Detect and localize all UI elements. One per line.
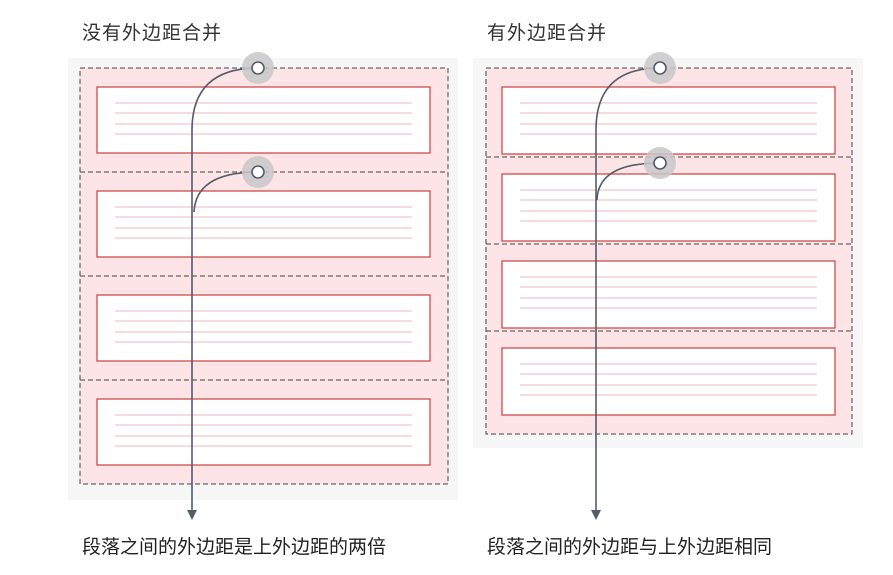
left-paragraph-2 xyxy=(80,172,448,276)
right-paragraph-4 xyxy=(501,347,836,416)
left-paragraph-3 xyxy=(80,276,448,380)
left-marker-dot xyxy=(251,61,265,75)
right-caption: 段落之间的外边距与上外边距相同 xyxy=(487,536,773,558)
right-paragraph-1 xyxy=(501,86,836,155)
right-paragraph-3 xyxy=(501,260,836,329)
right-arrow-head xyxy=(591,510,601,520)
right-marker-dot xyxy=(653,156,667,170)
right-marker-dot xyxy=(653,61,667,75)
left-caption: 段落之间的外边距是上外边距的两倍 xyxy=(82,536,387,558)
left-arrow-head xyxy=(187,510,197,520)
left-marker-dot xyxy=(251,165,265,179)
left-panel-title: 没有外边距合并 xyxy=(82,22,223,44)
right-paragraph-2 xyxy=(501,173,836,242)
left-paragraph-4 xyxy=(80,380,448,484)
right-panel-title: 有外边距合并 xyxy=(487,22,608,44)
left-paragraph-1 xyxy=(80,68,448,172)
right-margin-outline xyxy=(485,67,853,435)
